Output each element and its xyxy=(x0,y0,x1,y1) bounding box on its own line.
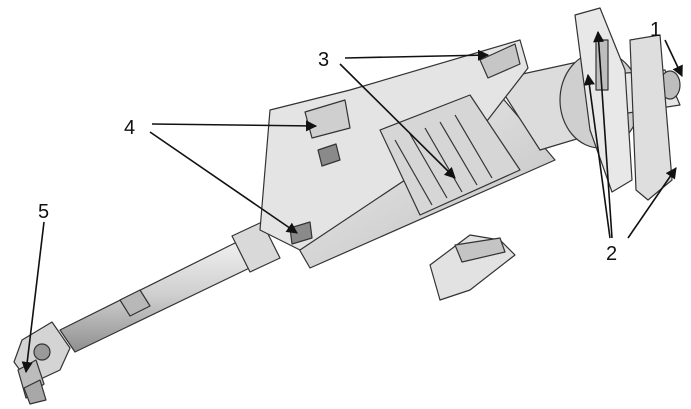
callout-1: 1 xyxy=(650,19,661,41)
tilt-lever xyxy=(430,235,515,300)
intermediate-shaft xyxy=(60,222,280,352)
leader-1 xyxy=(665,40,682,76)
callout-2: 2 xyxy=(606,243,617,265)
lower-universal-joint xyxy=(14,322,70,404)
callout-5: 5 xyxy=(38,201,49,223)
callout-3: 3 xyxy=(318,49,329,71)
steering-column-illustration xyxy=(14,8,680,404)
callout-4: 4 xyxy=(124,117,135,139)
